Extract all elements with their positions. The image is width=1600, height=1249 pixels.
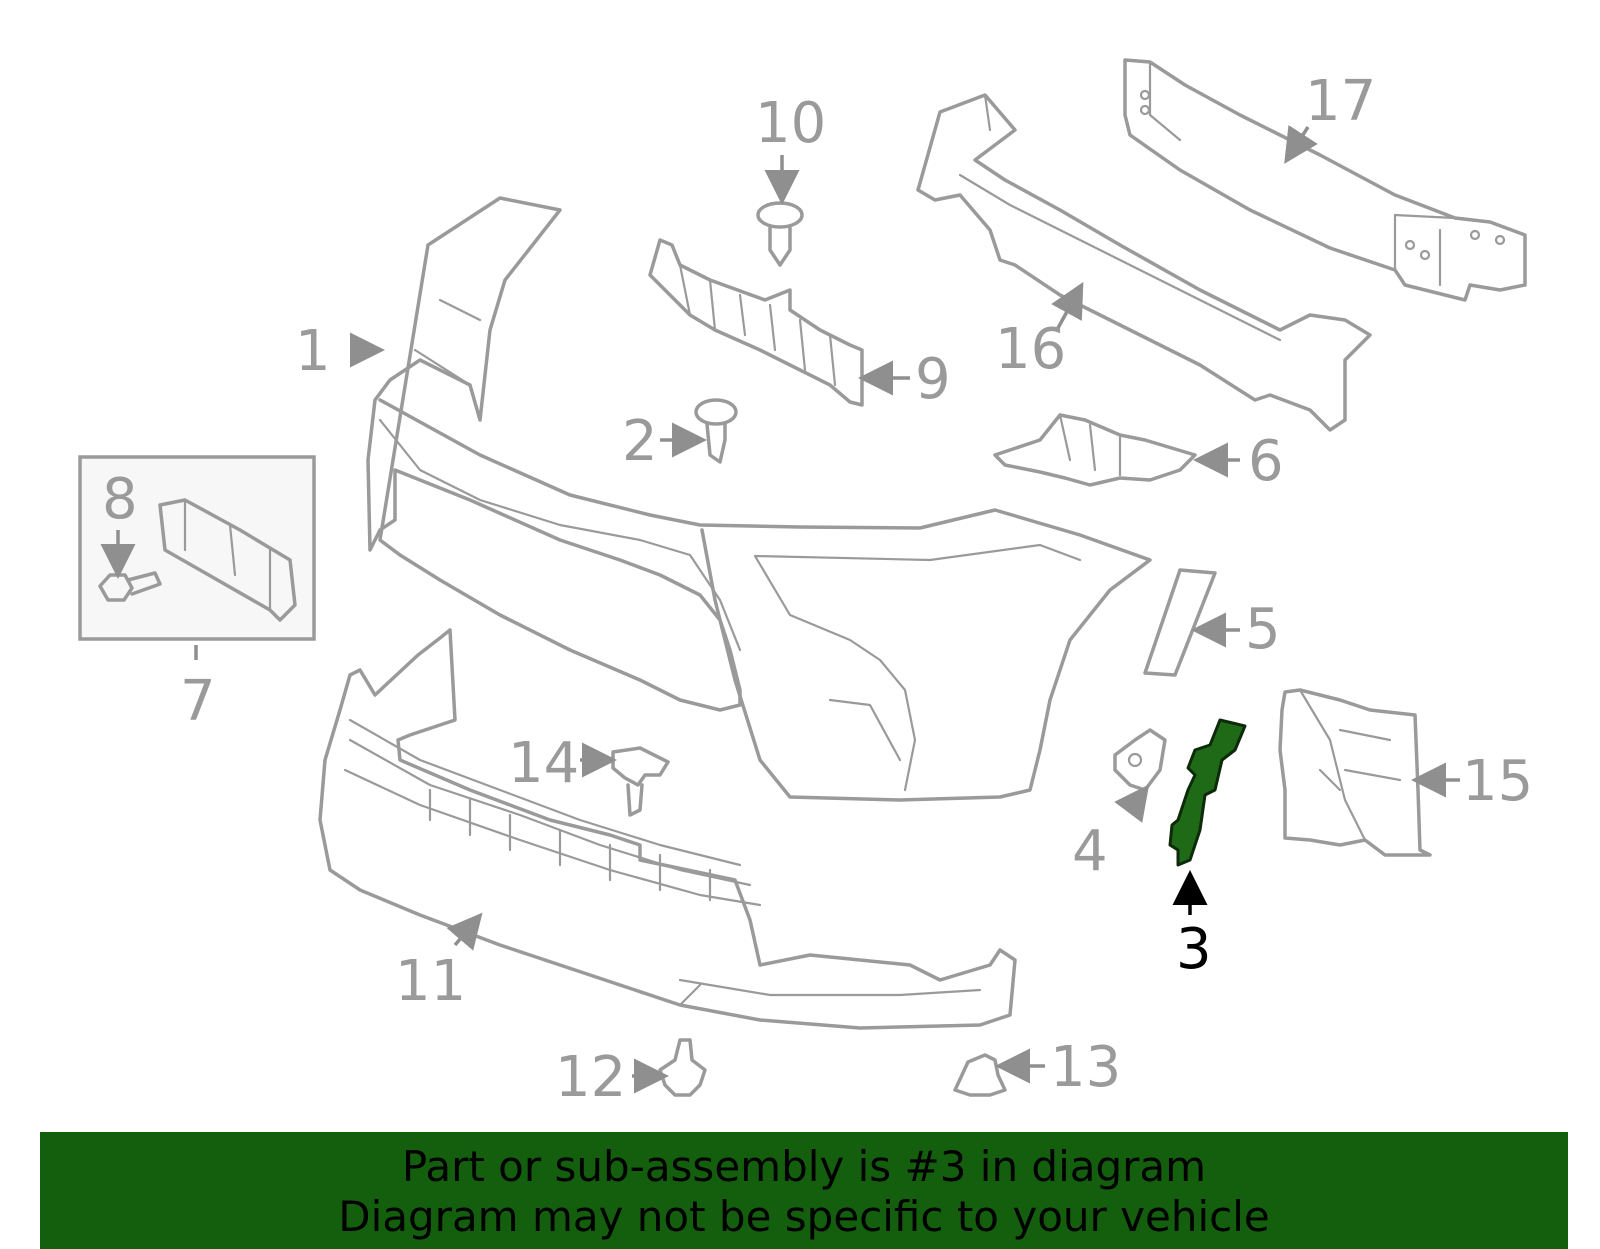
part-14-clip[interactable] — [611, 746, 670, 817]
label-7: 7 — [180, 669, 216, 734]
callout-arrows — [100, 124, 1460, 1094]
label-8: 8 — [102, 467, 138, 532]
label-3: 3 — [1176, 917, 1212, 982]
label-10: 10 — [755, 91, 826, 156]
label-13: 13 — [1050, 1035, 1121, 1100]
part-9-bracket[interactable] — [648, 238, 864, 407]
label-16: 16 — [995, 317, 1066, 382]
part-15-air-guide[interactable] — [1278, 688, 1432, 857]
parts-diagram: 1 2 3 4 5 6 7 8 9 10 11 12 13 14 15 16 1… — [78, 58, 1533, 1110]
label-5: 5 — [1245, 597, 1281, 662]
part-16-absorber[interactable] — [916, 93, 1372, 432]
part-4-bracket[interactable] — [1113, 728, 1167, 792]
part-6-bracket[interactable] — [993, 413, 1197, 487]
part-2-clip[interactable] — [694, 398, 738, 464]
part-17-reinforcement[interactable] — [1123, 58, 1527, 302]
label-1: 1 — [295, 319, 331, 384]
part-13-clip[interactable] — [953, 1053, 1007, 1097]
label-6: 6 — [1248, 429, 1284, 494]
label-12: 12 — [555, 1045, 626, 1110]
label-2: 2 — [622, 409, 658, 474]
part-1-bumper-cover[interactable] — [366, 196, 1152, 802]
label-14: 14 — [508, 731, 579, 796]
part-10-clip[interactable] — [756, 201, 804, 267]
label-4: 4 — [1072, 819, 1108, 884]
banner-line-1: Part or sub-assembly is #3 in diagram — [401, 1142, 1207, 1191]
part-5-strip[interactable] — [1143, 568, 1217, 677]
label-17: 17 — [1305, 69, 1376, 134]
part-3-bracket-highlighted[interactable] — [1168, 718, 1247, 867]
banner-line-2: Diagram may not be specific to your vehi… — [338, 1192, 1270, 1241]
label-15: 15 — [1462, 749, 1533, 814]
info-banner: Part or sub-assembly is #3 in diagram Di… — [40, 1132, 1568, 1249]
label-11: 11 — [395, 949, 466, 1014]
part-12-pin-clip[interactable] — [658, 1038, 707, 1097]
label-9: 9 — [915, 347, 951, 412]
